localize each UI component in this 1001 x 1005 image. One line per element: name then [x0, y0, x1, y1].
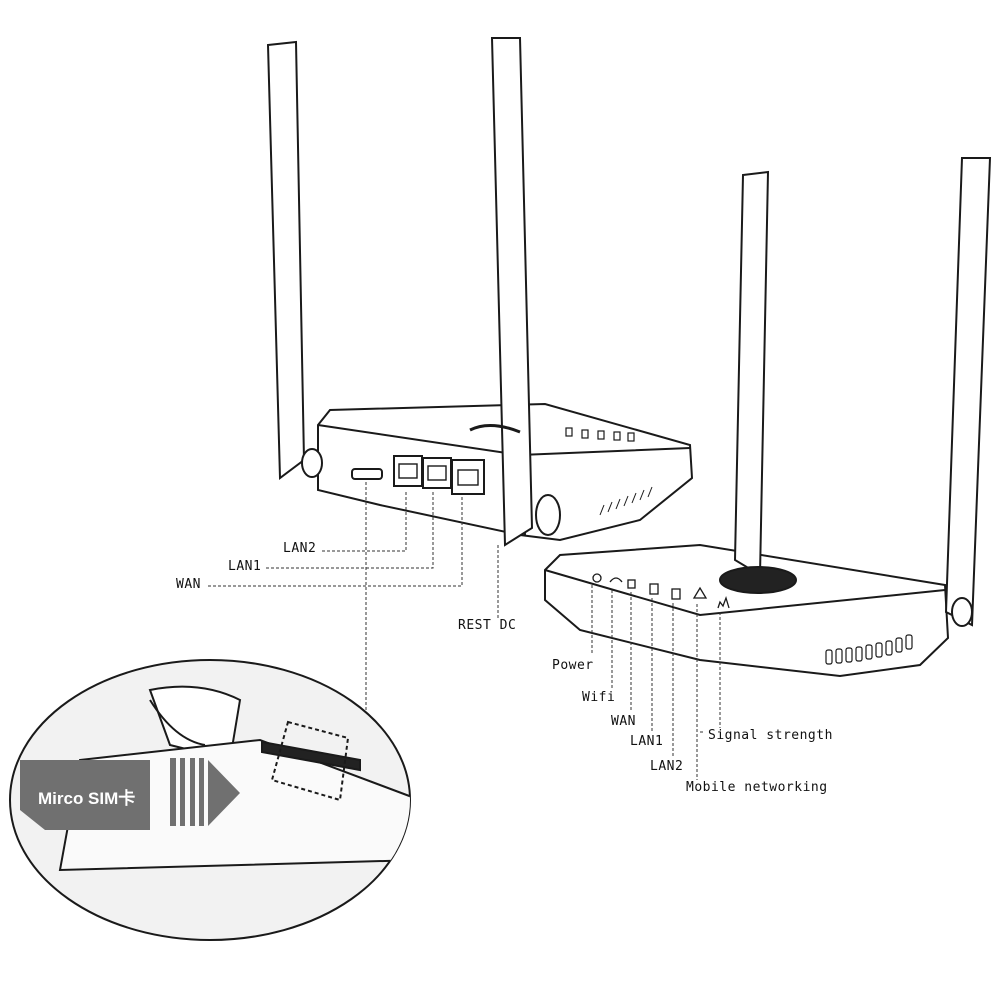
- mobile-led-icon: [692, 586, 708, 599]
- front-power-label: Power: [552, 658, 594, 673]
- power-led-icon: [592, 573, 602, 583]
- front-router: [544, 157, 992, 678]
- lan1-led-icon: [649, 583, 659, 595]
- sim-card-icon: [20, 760, 150, 830]
- front-wan-label: WAN: [611, 714, 636, 729]
- leader-lines: [208, 482, 721, 780]
- rear-lan2-label: LAN2: [283, 541, 317, 556]
- sim-inset: [9, 659, 411, 941]
- insert-stripes-icon: [170, 758, 204, 826]
- wan-led-icon: [627, 579, 636, 589]
- left-antenna-icon: [266, 40, 306, 480]
- front-right-antenna-icon: [944, 157, 992, 627]
- center-antenna-icon: [490, 37, 534, 547]
- rear-router: [266, 37, 694, 547]
- signal-led-icon: [717, 595, 730, 609]
- front-signal-label: Signal strength: [708, 728, 833, 743]
- front-lan2-label: LAN2: [650, 759, 684, 774]
- front-mobile-label: Mobile networking: [686, 780, 828, 795]
- front-lan1-label: LAN1: [630, 734, 664, 749]
- front-wifi-label: Wifi: [582, 690, 616, 705]
- rear-rest-dc-label: REST DC: [458, 618, 517, 633]
- sim-card-label: Mirco SIM卡: [38, 789, 136, 808]
- lan2-led-icon: [671, 588, 681, 600]
- rear-lan1-label: LAN1: [228, 559, 262, 574]
- wifi-logo-icon: [719, 566, 797, 594]
- front-left-antenna-icon: [733, 170, 770, 577]
- rear-wan-label: WAN: [176, 577, 201, 592]
- wifi-led-icon: [609, 577, 623, 583]
- sim-slot-icon: [351, 468, 383, 480]
- insert-arrow-icon: [208, 760, 240, 826]
